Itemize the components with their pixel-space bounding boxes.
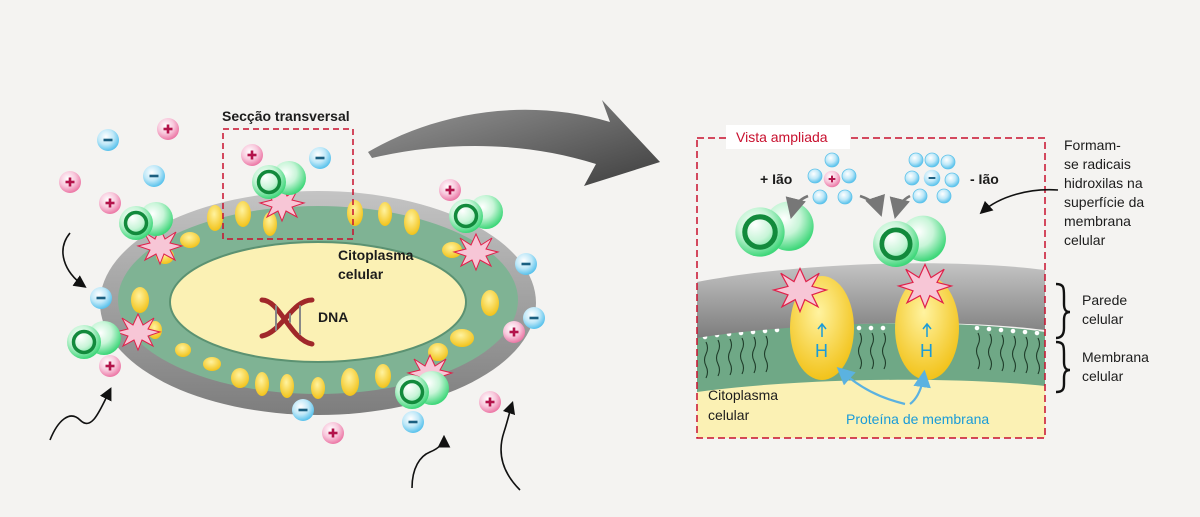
cell-wall-label-line1: Parede bbox=[1082, 292, 1127, 308]
cytoplasm-label-line2: celular bbox=[338, 266, 384, 282]
magnified-title: Vista ampliada bbox=[736, 129, 828, 145]
hydrogen-letter-left: H bbox=[815, 341, 828, 361]
radicals-line-3: hidroxilas na bbox=[1064, 175, 1143, 191]
magnified-cytoplasm bbox=[697, 372, 1045, 438]
radicals-annotation: Formam- se radicais hidroxilas na superf… bbox=[1064, 137, 1144, 248]
up-arrow-icon bbox=[817, 322, 932, 337]
negative-ion-cluster bbox=[904, 152, 960, 204]
cytoplasm bbox=[169, 241, 467, 363]
curved-arrow-icon bbox=[785, 193, 911, 220]
positive-ion-label: + Ião bbox=[760, 171, 792, 187]
cross-section-label: Secção transversal bbox=[222, 108, 350, 124]
brace-icon bbox=[1055, 282, 1071, 394]
cell-membrane-label-line2: celular bbox=[1082, 368, 1124, 384]
dna-helix-icon bbox=[259, 297, 315, 347]
cell-membrane-label-line1: Membrana bbox=[1082, 349, 1149, 365]
membrane-proteins bbox=[131, 200, 499, 399]
magnified-cytoplasm-label-line2: celular bbox=[708, 407, 750, 423]
magnified-title-box bbox=[726, 125, 850, 149]
curved-arrow-icon bbox=[49, 232, 521, 491]
positive-ion-cluster bbox=[807, 152, 857, 205]
radicals-line-4: superfície da bbox=[1064, 194, 1144, 210]
dna-label: DNA bbox=[318, 309, 348, 325]
magnified-view: H H bbox=[696, 125, 1046, 439]
curved-arrow-icon bbox=[979, 188, 1059, 215]
radicals-line-6: celular bbox=[1064, 232, 1106, 248]
negative-ion-label: - Ião bbox=[970, 171, 999, 187]
cross-section-frame bbox=[222, 128, 354, 240]
lipid-tails bbox=[703, 332, 1041, 379]
hydrogen-letter-right: H bbox=[920, 341, 933, 361]
membrane-protein-label: Proteína de membrana bbox=[846, 411, 989, 427]
hydroxyl-radical-icon bbox=[735, 202, 946, 267]
cell-wall-label-line2: celular bbox=[1082, 311, 1124, 327]
radicals-line-1: Formam- bbox=[1064, 137, 1121, 153]
magnified-frame bbox=[696, 137, 1046, 439]
radicals-line-5: membrana bbox=[1064, 213, 1131, 229]
magnified-cytoplasm-label-line1: Citoplasma bbox=[708, 387, 778, 403]
zoom-arrow bbox=[368, 100, 660, 186]
cytoplasm-label-line1: Citoplasma bbox=[338, 247, 414, 263]
protein-pointer-arrows bbox=[836, 367, 931, 406]
radicals-line-2: se radicais bbox=[1064, 156, 1131, 172]
